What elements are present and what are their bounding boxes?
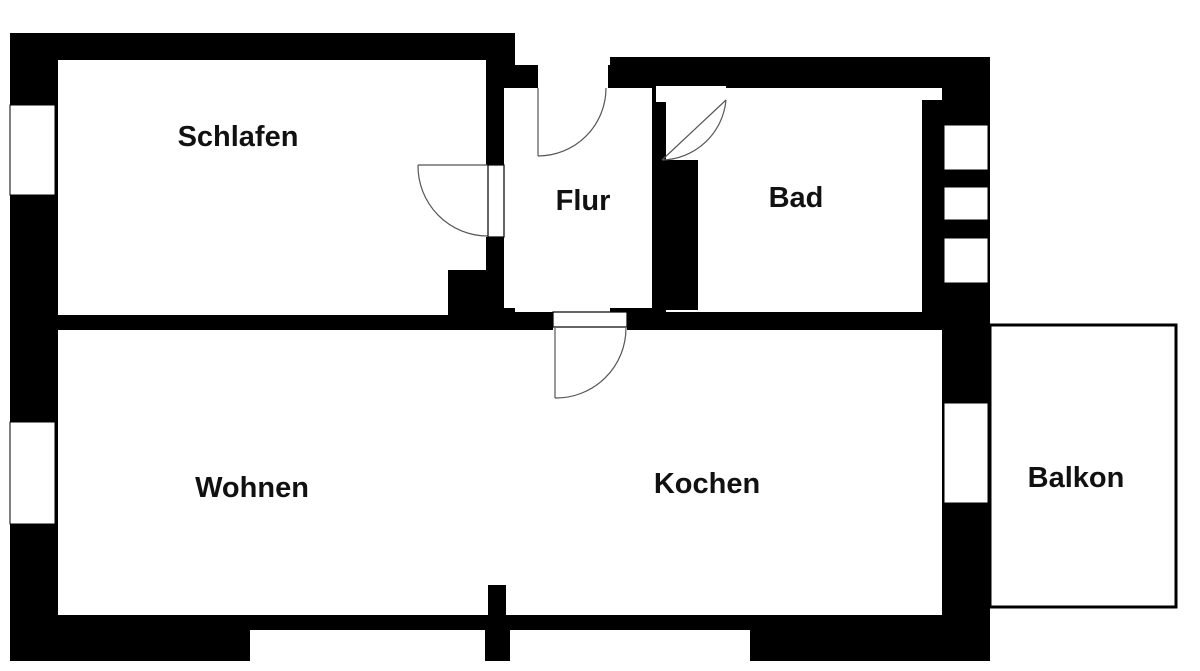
door-kochen: [552, 311, 628, 399]
door-openings: [486, 58, 726, 330]
label-wohnen: Wohnen: [195, 472, 309, 504]
wall-bad-corner: [922, 100, 942, 330]
wall-dividing-upper-lower: [58, 316, 942, 330]
label-bad: Bad: [769, 182, 824, 214]
label-balkon: Balkon: [1028, 462, 1125, 494]
window-bad-3: [943, 237, 989, 284]
window-schlafen: [9, 104, 56, 196]
room-labels: Schlafen Flur Bad Wohnen Kochen Balkon: [178, 121, 1125, 504]
label-schlafen: Schlafen: [178, 121, 299, 153]
door-opening-bad: [656, 86, 726, 102]
wall-schlafen-flur-pillar: [448, 270, 500, 318]
door-opening-entrance: [538, 58, 608, 90]
room-floors: [58, 60, 942, 615]
floor-flur: [504, 88, 652, 308]
window-wohnen-bottom: [250, 630, 485, 661]
door-schlafen: [417, 164, 505, 238]
label-flur: Flur: [556, 185, 611, 217]
window-kochen: [943, 402, 989, 504]
label-kochen: Kochen: [654, 468, 760, 500]
doors: [417, 87, 727, 399]
window-kochen-bottom: [510, 630, 750, 661]
wall-wohnen-kochen-stub: [488, 585, 506, 630]
door-opening-kochen: [553, 312, 627, 330]
floor-schlafen: [58, 60, 486, 315]
window-bad-1: [943, 124, 989, 171]
windows: [9, 104, 989, 661]
wall-flur-bad-pillar: [652, 160, 698, 310]
floor-wohnen-kochen: [58, 330, 942, 615]
internal-walls: [58, 100, 942, 630]
door-bad: [661, 99, 727, 161]
door-opening-schlafen: [486, 165, 506, 237]
window-wohnen: [9, 421, 56, 525]
door-entrance: [537, 87, 607, 157]
window-bad-2: [943, 186, 989, 221]
floor-bad: [666, 88, 942, 312]
balkon-outline: [988, 323, 1178, 609]
